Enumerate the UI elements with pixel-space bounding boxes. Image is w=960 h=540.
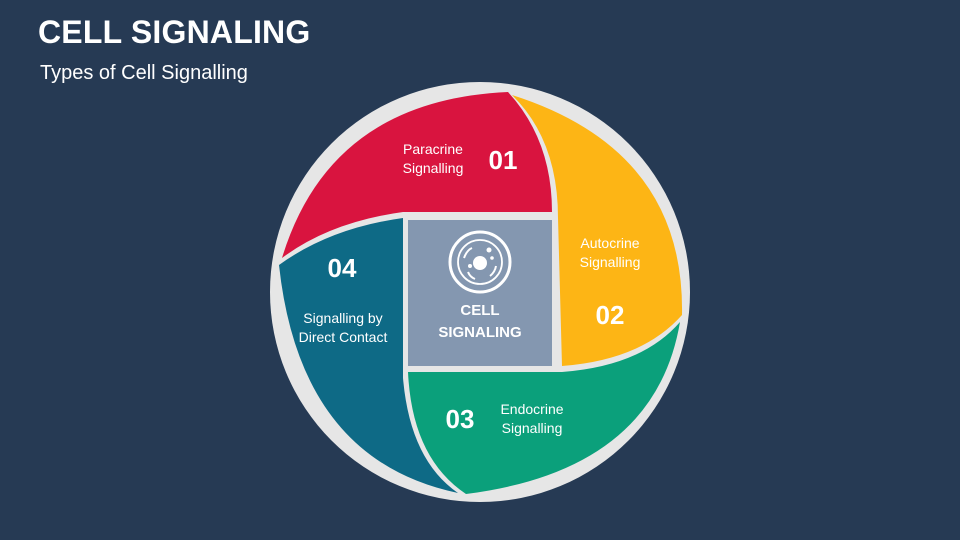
segment-01-label-line2: Signalling [403,160,464,176]
segment-04-label-line1: Signalling by [303,310,382,326]
segment-02-shape [512,95,683,366]
segment-03-shape [408,322,680,494]
center-label-line2: SIGNALING [438,324,521,341]
segment-02-label-line1: Autocrine [580,235,639,251]
segment-01-number: 01 [489,145,518,175]
slide-title: CELL SIGNALING [38,14,311,50]
segment-02-label-line2: Signalling [580,254,641,270]
segment-04-shape [279,218,458,493]
segment-04-label-line2: Direct Contact [299,329,388,345]
segment-03-label-line1: Endocrine [500,401,563,417]
segment-03-label-line2: Signalling [502,420,563,436]
segment-03-number: 03 [446,404,475,434]
cell-icon [448,230,512,294]
segment-04-number: 04 [328,253,357,283]
segment-01-shape [282,92,552,258]
segment-01-label-line1: Paracrine [403,141,463,157]
segment-02-number: 02 [596,300,625,330]
slide-subtitle: Types of Cell Signalling [40,62,248,84]
center-label-line1: CELL [460,302,499,319]
